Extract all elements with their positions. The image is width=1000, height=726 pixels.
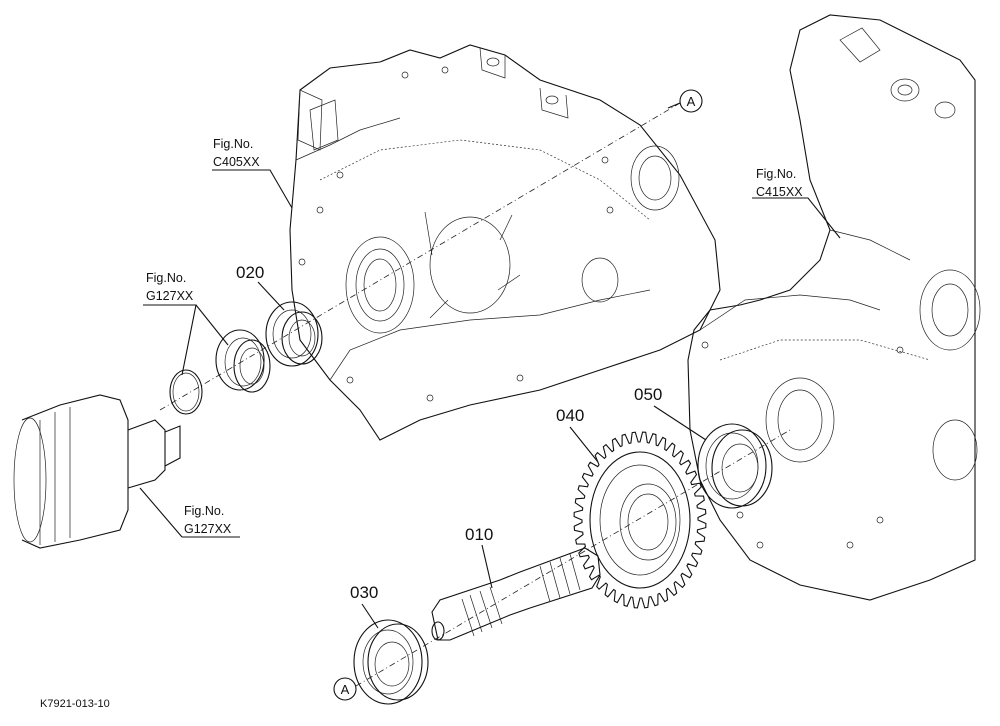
part-040-gear <box>573 431 707 609</box>
rear-housing <box>687 14 981 601</box>
part-030-bearing <box>353 619 429 705</box>
drawing-code: K7921-013-10 <box>40 698 110 710</box>
marker-a-top-label: A <box>687 94 696 109</box>
input-shaft-assembly <box>13 394 181 549</box>
part-020-bearing <box>265 301 323 367</box>
front-housing <box>289 44 721 441</box>
ref-c415-line1: Fig.No. <box>756 167 796 181</box>
lower-axis-line <box>355 429 791 687</box>
part-label-050: 050 <box>634 385 662 404</box>
ref-c415-line2: C415XX <box>756 185 803 199</box>
part-label-030: 030 <box>350 583 378 602</box>
part-010-shaft <box>431 547 601 641</box>
marker-a-bottom <box>333 677 357 701</box>
ref-g127-upper-line2: G127XX <box>146 289 194 303</box>
ref-g127-lower-line2: G127XX <box>184 522 232 536</box>
part-label-020: 020 <box>236 263 264 282</box>
ref-g127-lower-line1: Fig.No. <box>184 504 224 518</box>
marker-a-bottom-label: A <box>341 682 350 697</box>
part-050-bearing <box>697 423 773 509</box>
part-label-040: 040 <box>556 406 584 425</box>
ref-g127-upper-line1: Fig.No. <box>146 271 186 285</box>
marker-a-top <box>679 89 703 113</box>
part-label-010: 010 <box>465 525 493 544</box>
ref-c405-line2: C405XX <box>213 155 260 169</box>
leader-lines <box>139 169 841 629</box>
oil-seal <box>215 329 271 393</box>
upper-axis-line <box>159 102 681 411</box>
o-ring <box>169 369 203 415</box>
ref-c405-line1: Fig.No. <box>213 137 253 151</box>
